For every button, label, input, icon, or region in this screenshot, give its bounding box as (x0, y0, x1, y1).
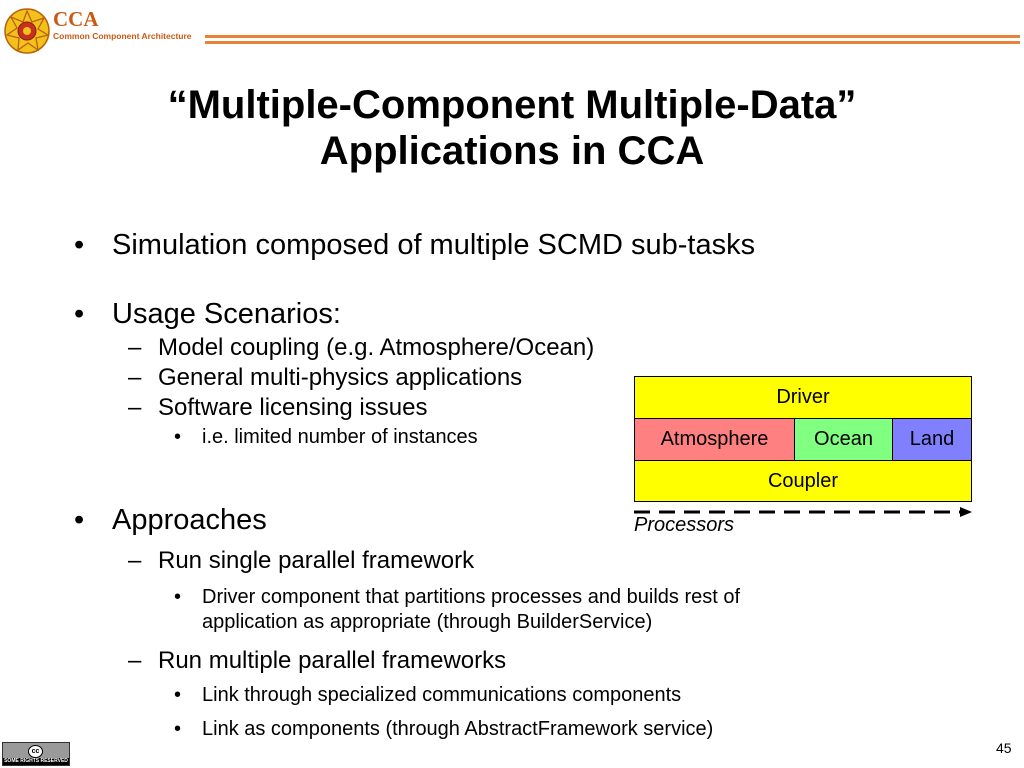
bullet-marker: • (174, 586, 182, 608)
bullet-marker: • (74, 504, 85, 536)
brand: CCA Common Component Architecture (53, 8, 192, 42)
sub-sub-bullet-driver-line-1: Driver component that partitions process… (202, 586, 741, 608)
header-rule-top (205, 35, 1020, 38)
dash-marker: – (128, 547, 142, 574)
bullet-marker: • (74, 298, 85, 330)
sub-sub-bullet-communications: Link through specialized communications … (202, 684, 682, 706)
component-diagram: Driver Atmosphere Ocean Land Coupler (634, 376, 972, 502)
sub-bullet-multiple-frameworks: Run multiple parallel frameworks (158, 647, 507, 674)
brand-subtitle: Common Component Architecture (53, 31, 192, 41)
sub-bullet-model-coupling: Model coupling (e.g. Atmosphere/Ocean) (158, 334, 595, 361)
bullet-marker: • (174, 426, 182, 448)
processors-label: Processors (634, 514, 735, 536)
dash-marker: – (128, 647, 142, 674)
processors-arrow (634, 507, 972, 517)
bullet-approaches: Approaches (112, 504, 267, 536)
slide-title: “Multiple-Component Multiple-Data” Appli… (0, 82, 1024, 174)
brand-title: CCA (53, 7, 99, 31)
license-text: SOME RIGHTS RESERVED (3, 758, 69, 765)
atmosphere-box: Atmosphere (634, 418, 795, 461)
land-box: Land (892, 418, 972, 461)
bullet-marker: • (174, 718, 182, 740)
dash-marker: – (128, 334, 142, 361)
cc-symbol: cc (28, 745, 43, 758)
sub-bullet-single-framework: Run single parallel framework (158, 547, 475, 574)
ocean-box: Ocean (794, 418, 893, 461)
slide-title-line-1: “Multiple-Component Multiple-Data” (167, 83, 857, 127)
bullet-usage-scenarios: Usage Scenarios: (112, 298, 341, 330)
sub-sub-bullet-instances: i.e. limited number of instances (202, 426, 478, 448)
slide-title-line-2: Applications in CCA (319, 129, 705, 173)
sub-sub-bullet-abstract-framework: Link as components (through AbstractFram… (202, 718, 714, 740)
creative-commons-icon: cc SOME RIGHTS RESERVED (2, 742, 70, 766)
driver-box: Driver (634, 376, 972, 419)
dash-marker: – (128, 364, 142, 391)
cca-logo-icon (4, 8, 50, 54)
sub-sub-bullet-driver-line-2: application as appropriate (through Buil… (202, 611, 653, 633)
coupler-box: Coupler (634, 460, 972, 502)
header-rule-bottom (205, 41, 1020, 44)
sub-bullet-multiphysics: General multi-physics applications (158, 364, 523, 391)
bullet-simulation: Simulation composed of multiple SCMD sub… (112, 229, 756, 261)
dash-marker: – (128, 394, 142, 421)
bullet-marker: • (74, 229, 85, 261)
sub-bullet-licensing: Software licensing issues (158, 394, 428, 421)
bullet-marker: • (174, 684, 182, 706)
page-number: 45 (996, 740, 1012, 756)
